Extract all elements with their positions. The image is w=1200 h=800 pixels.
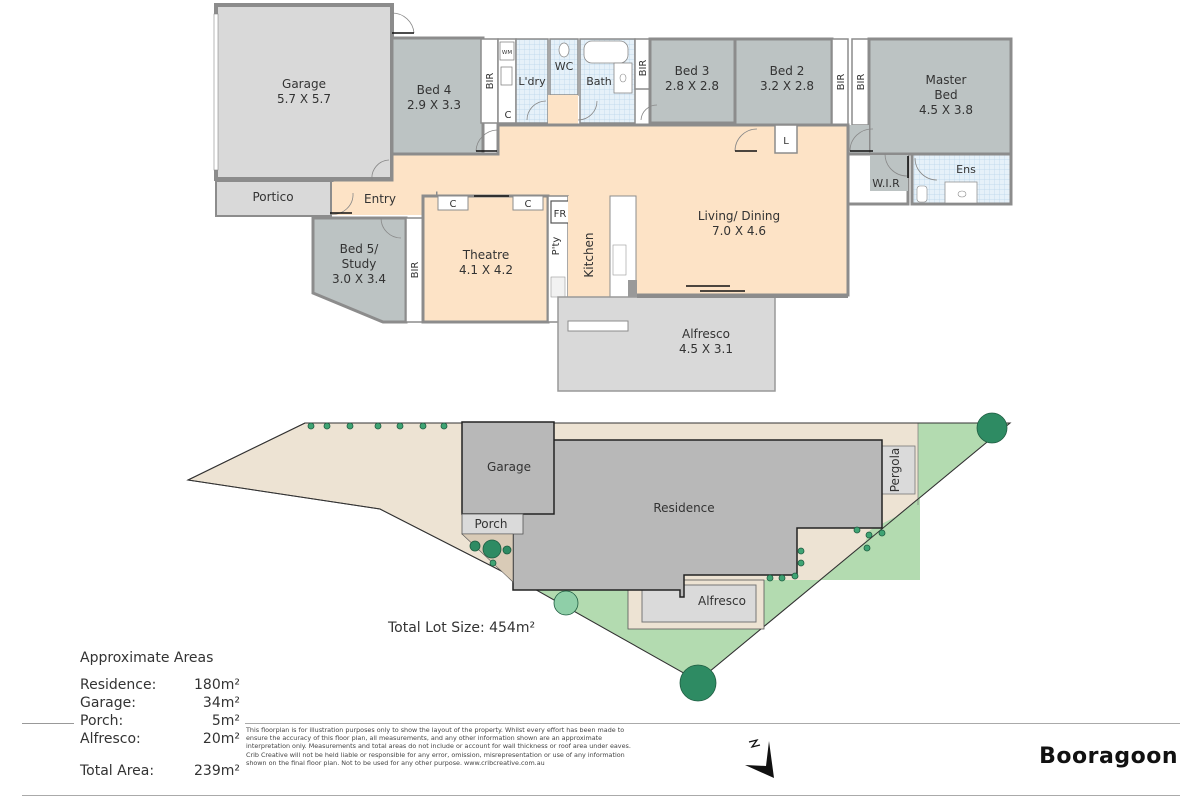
svg-text:Study: Study: [342, 257, 377, 271]
label-bed-3: Bed 3: [675, 64, 710, 78]
label-bed-2: Bed 2: [770, 64, 805, 78]
label-master-bed: Master: [926, 73, 967, 87]
label-alfresco: Alfresco: [682, 327, 730, 341]
svg-text:C: C: [450, 199, 457, 210]
label-kitchen: Kitchen: [582, 232, 596, 277]
room-bed-5-study: [311, 216, 408, 324]
label-bath: Bath: [586, 75, 612, 88]
room-bed-4: [390, 36, 485, 156]
label-theatre: Theatre: [462, 248, 509, 262]
label-ensuite: Ens: [956, 163, 976, 176]
svg-text:4.5 X 3.1: 4.5 X 3.1: [679, 342, 733, 356]
label-fridge: FR: [554, 209, 567, 220]
svg-text:5.7 X 5.7: 5.7 X 5.7: [277, 92, 331, 106]
svg-text:2.9 X 3.3: 2.9 X 3.3: [407, 98, 461, 112]
label-wir: W.I.R: [872, 177, 900, 190]
label-laundry: L'dry: [518, 75, 546, 88]
svg-text:BIR: BIR: [856, 74, 867, 91]
room-garage: [214, 3, 394, 181]
approximate-areas: Approximate Areas Residence:180m² Garage…: [80, 650, 240, 780]
divider: [22, 723, 74, 724]
label-pantry: P'ty: [551, 237, 562, 256]
room-laundry: [515, 38, 549, 124]
svg-text:BIR: BIR: [836, 74, 847, 91]
label-wc: WC: [555, 60, 574, 73]
site-label-porch: Porch: [474, 517, 507, 531]
room-portico: [215, 180, 332, 217]
svg-text:Bed: Bed: [934, 88, 957, 102]
svg-text:BIR: BIR: [410, 262, 421, 279]
svg-text:4.5 X 3.8: 4.5 X 3.8: [919, 103, 973, 117]
area-total: Total Area:239m²: [80, 763, 240, 779]
label-entry: Entry: [364, 192, 396, 206]
svg-text:2.8 X 2.8: 2.8 X 2.8: [665, 79, 719, 93]
site-label-residence: Residence: [653, 501, 714, 515]
label-washing-machine: WM: [502, 50, 512, 56]
svg-text:4.1 X 4.2: 4.1 X 4.2: [459, 263, 513, 277]
total-lot-size: Total Lot Size: 454m²: [388, 620, 536, 636]
site-label-pergola: Pergola: [888, 448, 902, 493]
site-label-garage: Garage: [487, 460, 531, 474]
site-plan: Garage Porch Residence Alfresco Pergola: [186, 412, 1012, 702]
site-alfresco: [641, 584, 757, 623]
divider: [245, 723, 1180, 724]
site-label-alfresco: Alfresco: [698, 594, 746, 608]
room-master-bed: [867, 37, 1013, 156]
svg-text:C: C: [525, 199, 532, 210]
suburb-title: Booragoon: [1039, 744, 1178, 769]
area-row: Alfresco:20m²: [80, 731, 240, 747]
svg-text:7.0 X 4.6: 7.0 X 4.6: [712, 224, 766, 238]
label-garage: Garage: [282, 77, 326, 91]
label-linen: L: [783, 136, 789, 147]
svg-text:3.2 X 2.8: 3.2 X 2.8: [760, 79, 814, 93]
label-portico: Portico: [252, 190, 293, 204]
disclaimer: This floorplan is for illustration purpo…: [246, 726, 631, 767]
divider: [22, 795, 1180, 796]
site-pergola: [881, 445, 916, 495]
floor-plan: Garage 5.7 X 5.7 Bed 4 2.9 X 3.3 L'dry W…: [213, 3, 1013, 392]
area-row: Garage:34m²: [80, 695, 240, 711]
label-bed-4: Bed 4: [417, 83, 452, 97]
tree-icons: [307, 412, 1008, 702]
svg-text:BIR: BIR: [638, 60, 649, 77]
area-row: Residence:180m²: [80, 677, 240, 693]
label-living-dining: Living/ Dining: [698, 209, 780, 223]
room-alfresco: [557, 296, 776, 392]
areas-title: Approximate Areas: [80, 650, 214, 666]
svg-text:3.0 X 3.4: 3.0 X 3.4: [332, 272, 386, 286]
area-row: Porch:5m²: [80, 713, 240, 729]
label-bed-5: Bed 5/: [340, 242, 380, 256]
room-bed-3: [648, 37, 737, 125]
north-arrow-icon: [745, 738, 774, 778]
room-kitchen: [568, 196, 610, 301]
site-garage: [461, 421, 555, 515]
label-cupboard: C: [505, 110, 512, 121]
label-bir: BIR: [485, 73, 496, 90]
site-residence: [512, 439, 883, 598]
